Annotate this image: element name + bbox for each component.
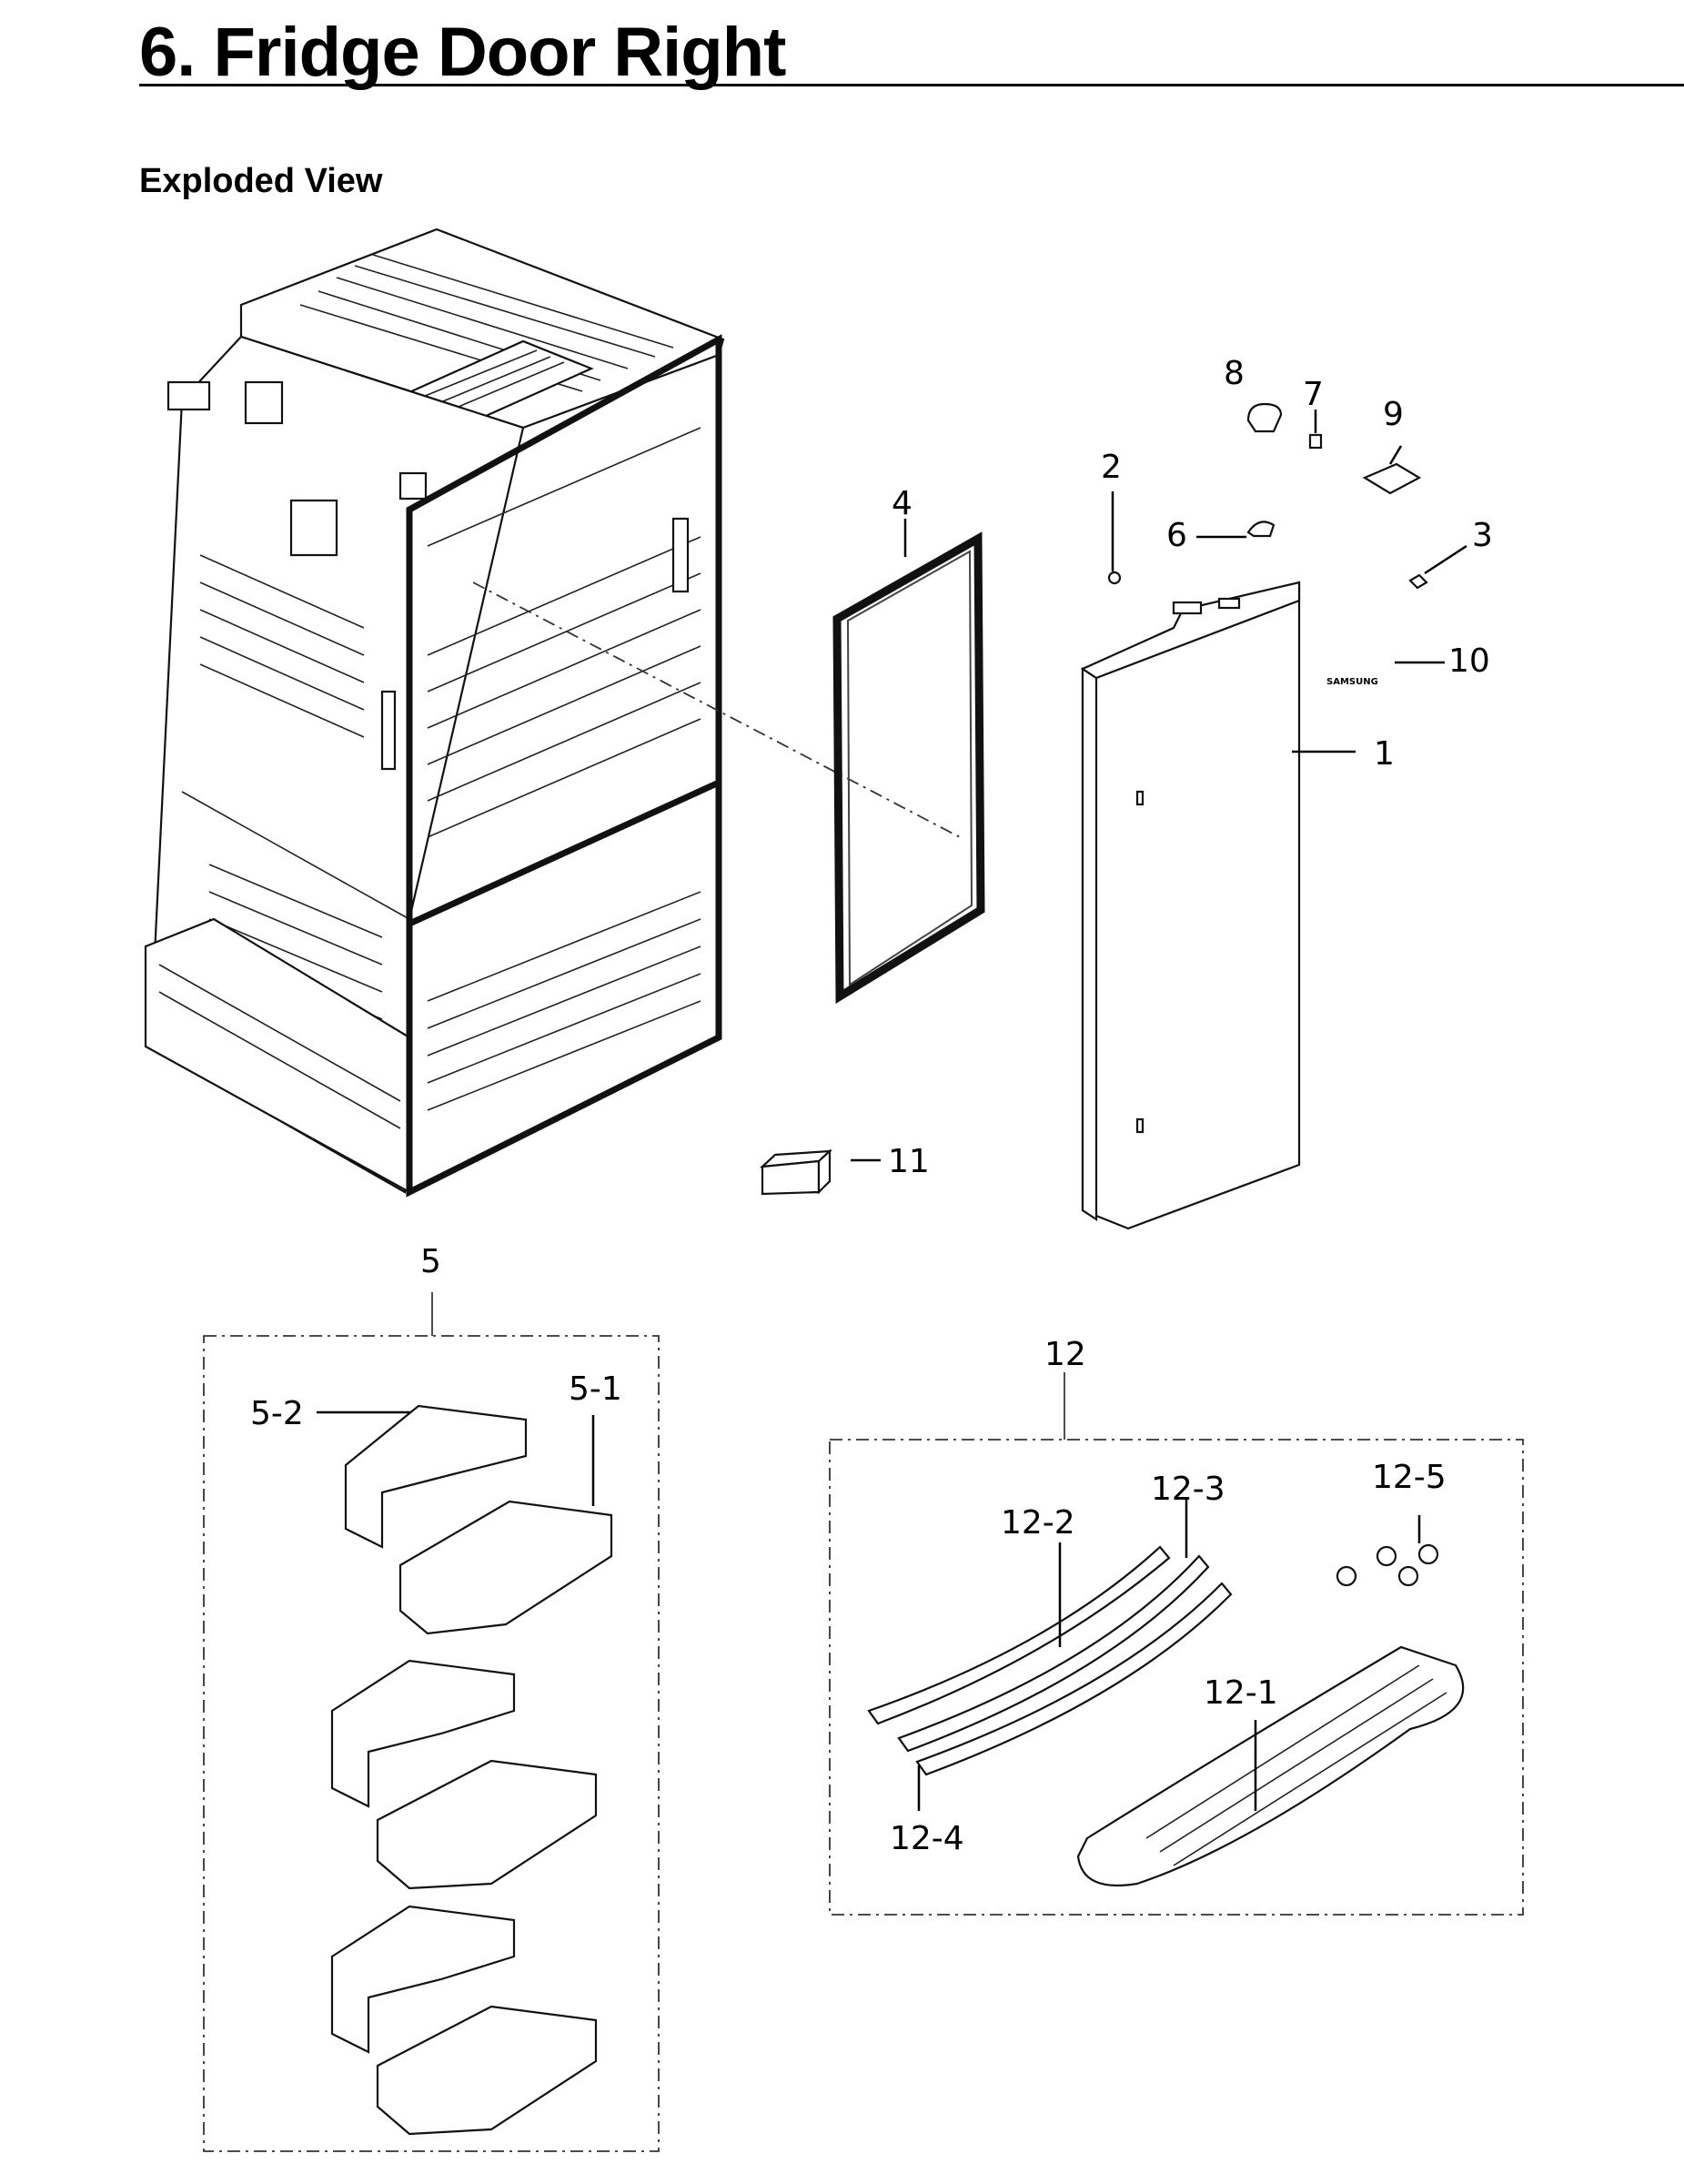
door-gasket xyxy=(832,531,985,1005)
section-subtitle: Exploded View xyxy=(139,162,383,200)
callout-12-5: 12-5 xyxy=(1372,1459,1447,1496)
group-5-door-bins xyxy=(203,1292,660,2152)
callout-12: 12 xyxy=(1044,1336,1086,1373)
callout-3: 3 xyxy=(1472,517,1493,554)
callout-10: 10 xyxy=(1448,642,1490,680)
callout-labels: 4 2 8 7 9 6 3 10 1 11 5 5-2 5-1 12 12-3 … xyxy=(250,355,1493,1857)
group-12-accessory-kit xyxy=(829,1372,1524,1916)
title-rule xyxy=(139,84,1684,86)
callout-5-2: 5-2 xyxy=(250,1395,304,1432)
callout-12-1: 12-1 xyxy=(1204,1674,1278,1712)
callout-4: 4 xyxy=(892,485,913,522)
callout-9: 9 xyxy=(1383,396,1404,433)
leader-lines-upper xyxy=(851,410,1467,1162)
part-8-hinge-cover xyxy=(1246,402,1283,433)
callout-8: 8 xyxy=(1224,355,1245,392)
small-parts: SAMSUNG xyxy=(1107,402,1428,687)
fridge-door xyxy=(1080,581,1301,1230)
page-title: 6. Fridge Door Right xyxy=(139,14,786,91)
alignment-line xyxy=(472,581,961,838)
part-7-block xyxy=(1308,433,1323,450)
part-2-cap xyxy=(1107,571,1122,585)
callout-12-2: 12-2 xyxy=(1001,1504,1075,1542)
callout-12-4: 12-4 xyxy=(890,1820,964,1857)
part-6-clip xyxy=(1246,521,1276,538)
callout-5-1: 5-1 xyxy=(569,1370,622,1408)
callout-6: 6 xyxy=(1166,517,1187,554)
callout-5: 5 xyxy=(420,1243,441,1280)
callout-1: 1 xyxy=(1374,735,1395,773)
callout-2: 2 xyxy=(1101,449,1122,486)
fridge-cabinet xyxy=(144,228,725,1198)
part-11-box xyxy=(759,1148,833,1196)
part-3-screw xyxy=(1408,573,1428,590)
callout-12-3: 12-3 xyxy=(1151,1471,1225,1508)
part-10-emblem: SAMSUNG xyxy=(1326,677,1378,687)
callout-11: 11 xyxy=(888,1143,930,1180)
callout-7: 7 xyxy=(1303,376,1324,413)
part-9-hinge xyxy=(1362,462,1422,495)
